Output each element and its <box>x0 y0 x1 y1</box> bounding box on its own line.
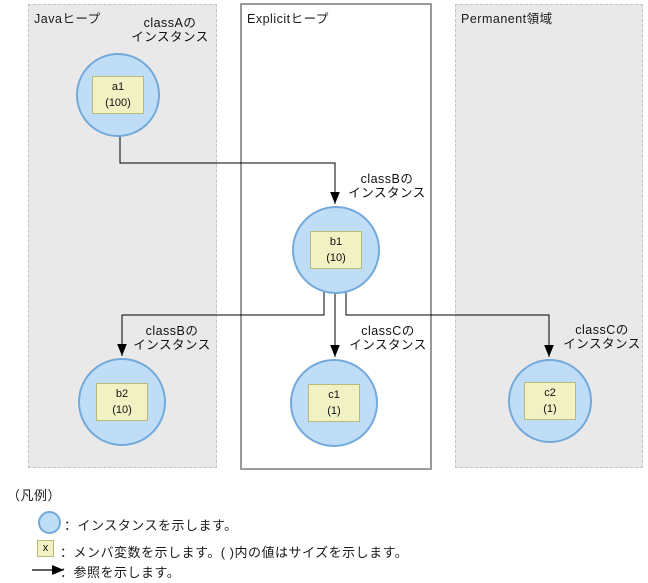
annotation-classA-instance: classAの インスタンス <box>131 16 209 44</box>
explicit-heap-region-label: Explicitヒープ <box>247 12 329 26</box>
instance-c1: c1 (1) <box>290 359 378 447</box>
instance-c2: c2 (1) <box>508 359 592 443</box>
member-size-b2: (10) <box>112 404 132 416</box>
member-box-b1: b1 (10) <box>310 231 362 269</box>
member-size-a1: (100) <box>105 97 131 109</box>
member-box-b2: b2 (10) <box>96 383 148 421</box>
member-size-c2: (1) <box>543 403 557 415</box>
instance-b2: b2 (10) <box>78 358 166 446</box>
member-var-c1: c1 <box>328 389 340 401</box>
annotation-classC-instance-c1: classCの インスタンス <box>349 324 427 352</box>
member-var-a1: a1 <box>111 81 125 93</box>
member-box-c1: c1 (1) <box>308 384 360 422</box>
member-box-c2: c2 (1) <box>524 382 576 420</box>
member-var-b1: b1 <box>329 236 343 248</box>
member-var-c2: c2 <box>544 387 556 399</box>
legend-reference-description: ：参照を示します。 <box>60 565 181 580</box>
legend-title: （凡例） <box>7 488 62 503</box>
instance-a1: a1 (100) <box>76 53 160 137</box>
legend-member-description: ：メンバ変数を示します。( )内の値はサイズを示します。 <box>60 545 409 560</box>
instance-legend-icon <box>38 511 61 534</box>
legend-instance-description: ：インスタンスを示します。 <box>64 518 238 533</box>
reference-arrow-legend-icon <box>32 565 64 575</box>
member-size-c1: (1) <box>327 405 341 417</box>
member-size-b1: (10) <box>326 252 346 264</box>
annotation-classB-instance-b1: classBの インスタンス <box>348 172 426 200</box>
member-box-a1: a1 (100) <box>92 76 144 114</box>
instance-b1: b1 (10) <box>292 206 380 294</box>
permanent-area-region-label: Permanent領域 <box>461 12 553 26</box>
java-heap-region-label: Javaヒープ <box>34 12 101 26</box>
annotation-classC-instance-c2: classCの インスタンス <box>563 323 641 351</box>
member-variable-legend-icon: x <box>37 540 54 557</box>
annotation-classB-instance-b2: classBの インスタンス <box>133 324 211 352</box>
member-var-b2: b2 <box>115 388 129 400</box>
